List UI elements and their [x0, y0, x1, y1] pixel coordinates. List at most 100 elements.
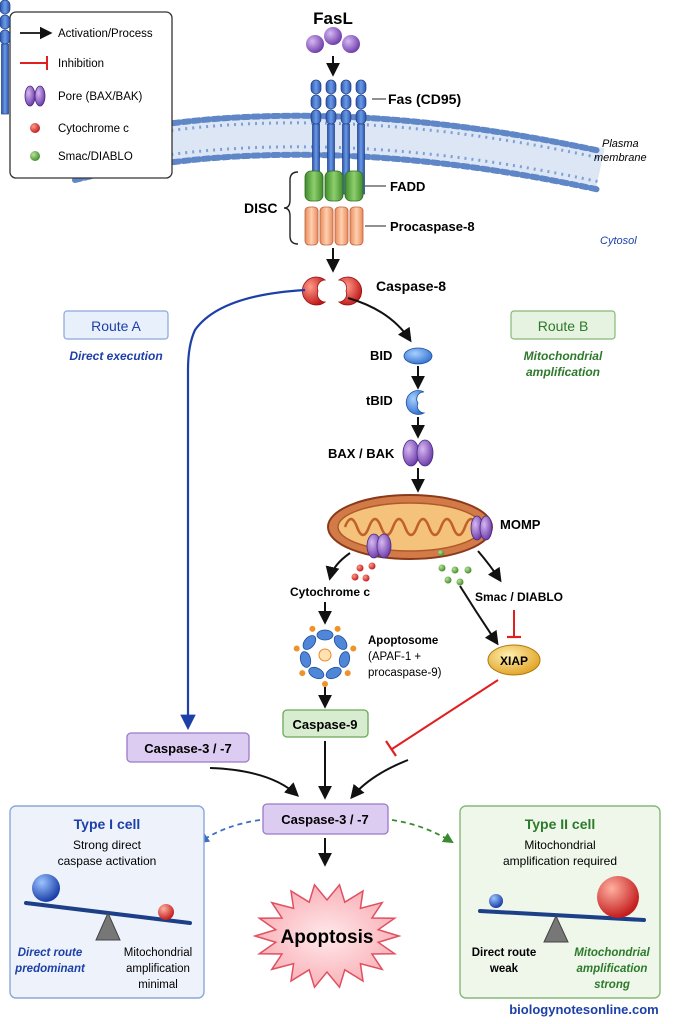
xiap-inhibition: [391, 679, 499, 750]
to-type2-arrow: [391, 819, 454, 844]
apoptosome-subunit: [338, 651, 351, 668]
bid-icon: [403, 347, 433, 365]
caspase37-center-label: Caspase-3 / -7: [281, 812, 368, 827]
caspase8-label: Caspase-8: [376, 278, 446, 294]
legend-cytochrome-label: Cytochrome c: [58, 123, 129, 135]
apoptosome-subunit: [299, 651, 312, 668]
type2-left-line2: weak: [489, 963, 519, 975]
cytochrome-release: [351, 562, 376, 582]
plasma-label-line2: membrane: [594, 152, 647, 164]
apoptosis-burst: [252, 883, 402, 989]
smac-diablo-label: Smac / DIABLO: [475, 590, 563, 604]
caspase37-left-label: Caspase-3 / -7: [144, 741, 231, 756]
caspase8-icon: [302, 276, 362, 306]
type2-panel: Type II cell Mitochondrial amplification…: [459, 805, 661, 999]
apoptosome-subunit: [316, 629, 334, 641]
apoptosome-caspase-dot: [322, 681, 328, 687]
apoptosome-subunit: [302, 635, 317, 650]
fasl-label: FasL: [313, 9, 353, 28]
legend-smac-label: Smac/DIABLO: [58, 151, 133, 163]
apoptosis-label: Apoptosis: [281, 927, 374, 948]
type2-right-line2: amplification: [577, 963, 648, 975]
apoptosome-line1: Apoptosome: [368, 635, 438, 647]
fas-label: Fas (CD95): [388, 91, 461, 107]
type1-right-line2: amplification: [126, 963, 190, 975]
apoptosome-caspase-dot: [334, 625, 341, 632]
mitochondrion-icon: [327, 494, 493, 560]
procaspase8-domains: [304, 206, 364, 246]
type2-line1: Mitochondrial: [524, 838, 595, 852]
apoptosome-caspase-dot: [293, 645, 300, 652]
tbid-label: tBID: [366, 393, 393, 408]
route-a-arrow: [180, 288, 306, 731]
type1-red-ball: [158, 904, 174, 920]
type2-left-line1: Direct route: [472, 947, 537, 959]
xiap-label: XIAP: [500, 654, 528, 668]
caspase9-label: Caspase-9: [292, 717, 357, 732]
type1-panel: Type I cell Strong direct caspase activa…: [9, 805, 205, 999]
route-b-subtitle-line1: Mitochondrial: [524, 349, 603, 363]
apoptosome-line3: procaspase-9): [368, 667, 442, 679]
fadd-domains: [304, 170, 364, 202]
baxbak-icon: [402, 439, 434, 467]
type1-right-line3: minimal: [138, 979, 178, 991]
type1-blue-ball: [32, 874, 60, 902]
type2-right-line1: Mitochondrial: [574, 947, 650, 959]
route-a-title: Route A: [91, 318, 141, 334]
type1-right-line1: Mitochondrial: [124, 947, 192, 959]
apoptosome-subunit: [333, 635, 348, 650]
type1-line1: Strong direct: [73, 838, 142, 852]
disc-label: DISC: [244, 200, 277, 216]
legend-pore-icon: [24, 85, 46, 107]
legend-inhibition-label: Inhibition: [58, 58, 104, 70]
route-b-subtitle-line2: amplification: [526, 365, 600, 379]
caspase9-box: [282, 709, 369, 738]
type1-line2: caspase activation: [58, 854, 157, 868]
type1-scale: [24, 874, 192, 941]
type2-red-ball: [597, 876, 639, 918]
type1-left-line1: Direct route: [18, 947, 83, 959]
procaspase8-label: Procaspase-8: [390, 219, 475, 234]
apoptosome-subunit: [308, 666, 325, 680]
disc-bracket: [283, 171, 299, 245]
fadd-label: FADD: [390, 179, 425, 194]
route-b-title: Route B: [538, 318, 589, 334]
type2-right-line3: strong: [594, 979, 630, 991]
type2-title: Type II cell: [525, 816, 596, 832]
baxbak-label: BAX / BAK: [328, 446, 395, 461]
plasma-label-line1: Plasma: [602, 138, 639, 150]
apoptosome-caspase-dot: [299, 670, 306, 677]
apoptosome-icon: [293, 625, 357, 687]
apoptosome-caspase-dot: [350, 645, 357, 652]
footer-credit[interactable]: biologynotesonline.com: [509, 1002, 659, 1017]
legend-cytochrome-icon: [30, 123, 40, 133]
apoptosome-line2: (APAF-1 +: [368, 651, 421, 663]
type1-title: Type I cell: [74, 816, 141, 832]
legend-pore-label: Pore (BAX/BAK): [58, 91, 143, 103]
legend-activation-label: Activation/Process: [58, 28, 153, 40]
apoptosome-caspase-dot: [344, 670, 351, 677]
route-b-box: Route B: [510, 310, 616, 340]
bid-label: BID: [370, 348, 392, 363]
to-type1-arrow: [198, 819, 261, 844]
apoptosome-subunit: [325, 666, 342, 680]
fasl-ligand: [306, 27, 360, 53]
caspase37-center-box: [262, 803, 389, 835]
cytochrome-c-label: Cytochrome c: [290, 585, 370, 599]
momp-label: MOMP: [500, 517, 541, 532]
caspase37-left-box: [126, 732, 250, 763]
cytosol-label: Cytosol: [600, 235, 637, 247]
route-a-subtitle: Direct execution: [69, 349, 162, 363]
apoptosome-hub: [318, 648, 332, 662]
apoptosome-caspase-dot: [309, 625, 316, 632]
legend-smac-icon: [30, 151, 40, 161]
xiap-icon: [487, 644, 541, 676]
type2-blue-ball: [489, 894, 503, 908]
fas-receptor: [0, 0, 367, 195]
smac-release: [438, 550, 472, 586]
route-a-box: Route A: [63, 310, 169, 340]
tbid-icon: [405, 390, 426, 415]
type2-scale: [478, 876, 646, 943]
legend: Activation/Process Inhibition Pore (BAX/…: [9, 11, 173, 179]
